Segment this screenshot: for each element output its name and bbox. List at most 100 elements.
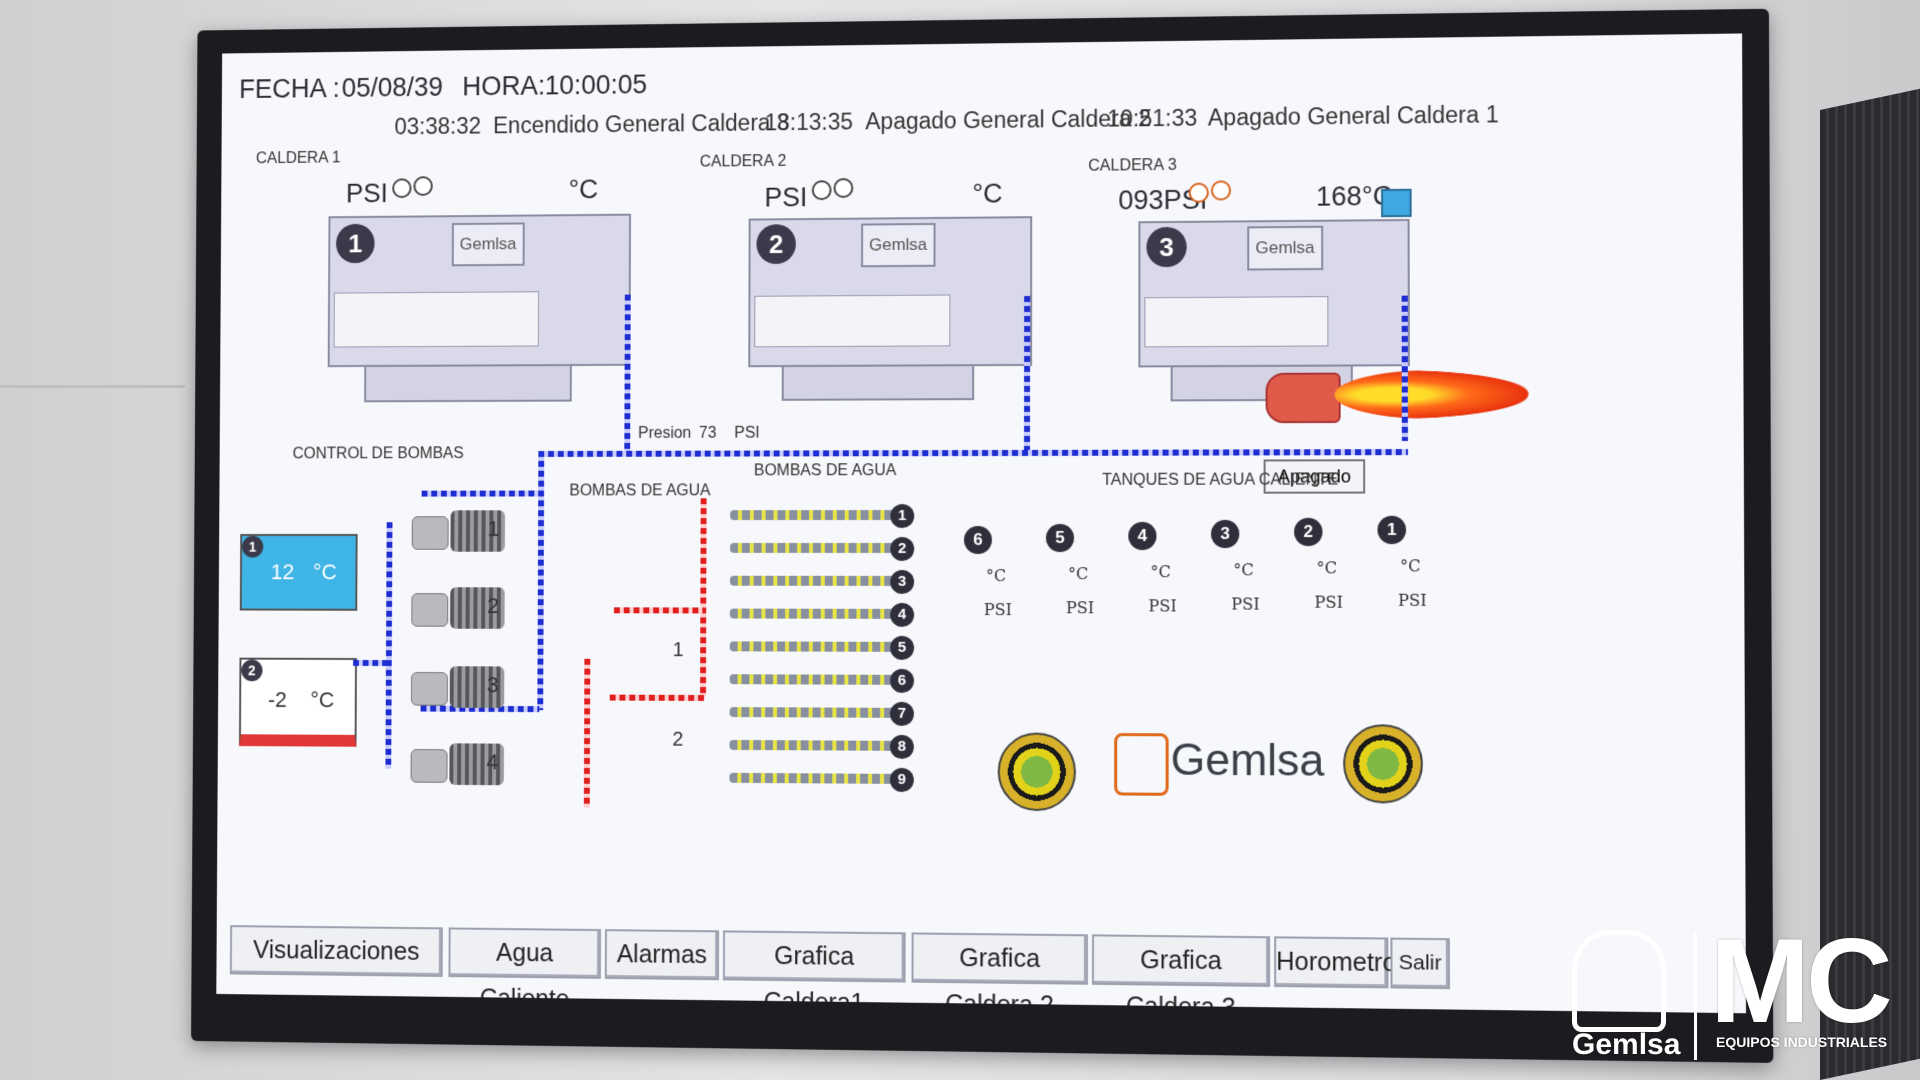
pump-rail[interactable]: [729, 641, 897, 652]
tank-psi: PSI: [1065, 598, 1095, 618]
boiler-1-logo: Gemlsa: [451, 222, 525, 267]
watermark-divider: [1694, 932, 1697, 1060]
tank-psi: PSI: [1148, 596, 1177, 616]
pump-rail[interactable]: [729, 674, 897, 685]
nav-grafica-caldera-2[interactable]: Grafica Caldera 2: [911, 932, 1088, 1013]
hot-water-tank-list: 6 °C PSI 5 °C PSI 4 °C PSI 3 °C PSI 2 °C PSI 1 °C PSI: [222, 33, 1742, 619]
presion-label: Presion: [638, 424, 692, 442]
pump-head: [410, 672, 448, 706]
pipe: [1024, 296, 1031, 456]
tank-number[interactable]: 2: [1294, 517, 1323, 547]
tank-number[interactable]: 4: [1128, 521, 1157, 551]
valve-icon: [1210, 180, 1232, 201]
pump-1[interactable]: 1: [411, 508, 509, 553]
pump-rail-number: 4: [890, 602, 915, 627]
boiler-1-title: CALDERA 1: [255, 149, 341, 168]
pump-rail-number: 1: [890, 504, 915, 529]
watermark-right: MC: [1710, 914, 1893, 1048]
boiler-1-base: [364, 364, 572, 403]
certification-seal: [997, 732, 1076, 812]
boiler-2-temp: °C: [972, 178, 1003, 209]
fecha-label: FECHA :: [239, 73, 340, 104]
boiler-2-firebox: [754, 294, 951, 348]
boiler-2-logo: Gemlsa: [861, 222, 936, 268]
event-text: Apagado General Caldera 1: [1207, 101, 1499, 131]
pump-rail-number: 9: [889, 767, 914, 793]
pump-rail-number: 6: [890, 668, 914, 693]
tank-number[interactable]: 6: [963, 525, 992, 555]
bomba-agua-label: 1: [672, 639, 684, 662]
tank-psi: PSI: [983, 600, 1012, 620]
tank-temp: °C: [985, 566, 1007, 586]
nav-agua-caliente[interactable]: Agua Caliente: [448, 927, 602, 1013]
temp-indicator-icon: [1381, 188, 1412, 218]
pump-2[interactable]: 2: [411, 585, 508, 631]
tank-number[interactable]: 3: [1211, 519, 1240, 549]
presion-unit: PSI: [734, 424, 760, 442]
pump-head: [411, 516, 449, 550]
gemlsa-watermark-drop-icon: [1572, 930, 1666, 1032]
pump-rail[interactable]: [730, 542, 897, 553]
nav-horometro[interactable]: Horometro: [1274, 936, 1397, 989]
nav-visualizaciones[interactable]: Visualizaciones: [229, 925, 443, 977]
pipe-hot: [613, 607, 705, 614]
flame-icon: [1334, 369, 1529, 419]
pump-label: 4: [486, 749, 499, 775]
pump-rail[interactable]: [729, 608, 897, 619]
tank-2-unit: °C: [310, 687, 335, 713]
boiler-3-firebox: [1144, 296, 1329, 348]
gemlsa-drop-icon: [1114, 733, 1169, 796]
nav-salir[interactable]: Salir: [1390, 937, 1450, 990]
boiler-1-psi: PSI: [345, 178, 388, 209]
hora-value: 10:00:05: [544, 69, 648, 101]
pipe-hot: [700, 498, 707, 698]
tank-psi: PSI: [1398, 590, 1427, 610]
pump-rail[interactable]: [730, 510, 897, 521]
boiler-2-base: [781, 364, 975, 401]
boiler-3-title: CALDERA 3: [1088, 156, 1177, 175]
tank-2-badge: 2: [241, 659, 263, 682]
presion-value: 73: [698, 424, 717, 442]
pump-rail-number: 8: [889, 734, 914, 759]
boiler-2-title: CALDERA 2: [699, 152, 787, 171]
pipe-hot: [609, 694, 705, 701]
bomba-agua-label: 2: [672, 728, 684, 751]
tanques-title: TANQUES DE AGUA CALIENTE: [1102, 471, 1339, 489]
tank-1-unit: °C: [313, 559, 337, 585]
scada-screen: FECHA : 05/08/39 HORA: 10:00:05 03:38:32…: [216, 33, 1747, 1014]
boiler-2-psi: PSI: [764, 182, 808, 213]
nav-grafica-caldera-1[interactable]: Grafica Caldera1: [722, 930, 906, 1013]
pressure-gauge-icon: [1188, 182, 1209, 203]
pipe: [353, 659, 388, 667]
tank-temp: °C: [1399, 556, 1421, 576]
valve-icon: [413, 176, 433, 196]
tank-temp: °C: [1233, 560, 1254, 580]
monitor: FECHA : 05/08/39 HORA: 10:00:05 03:38:32…: [191, 8, 1774, 1063]
watermark-tagline: EQUIPOS INDUSTRIALES: [1716, 1034, 1888, 1050]
pipe: [1401, 295, 1408, 441]
tank-psi: PSI: [1231, 594, 1260, 614]
pump-label: 3: [486, 672, 499, 698]
pressure-gauge-icon: [811, 180, 832, 201]
pump-3[interactable]: 3: [410, 664, 508, 710]
pipe: [385, 522, 393, 769]
boiler-3-logo: Gemlsa: [1247, 225, 1323, 271]
boiler-1-firebox: [333, 291, 540, 348]
event-time: 18:13:35: [764, 108, 854, 136]
pump-rail[interactable]: [729, 575, 897, 586]
tank-number[interactable]: 5: [1045, 523, 1075, 553]
tank-number[interactable]: 1: [1377, 515, 1407, 545]
pump-rail-number: 7: [890, 701, 914, 726]
event-text: Encendido General Caldera 3: [493, 109, 790, 139]
nav-alarmas[interactable]: Alarmas: [604, 929, 720, 981]
boiler-1-temp: °C: [568, 174, 599, 205]
pump-4[interactable]: 4: [410, 741, 508, 787]
hora-label: HORA:: [462, 70, 546, 102]
pump-label: 1: [487, 516, 500, 541]
nav-grafica-caldera-3[interactable]: Grafica Caldera 3: [1091, 934, 1271, 1013]
pump-rail[interactable]: [729, 772, 896, 784]
pump-rail[interactable]: [729, 739, 896, 751]
pump-rail[interactable]: [729, 707, 897, 718]
control-bombas-title: CONTROL DE BOMBAS: [292, 445, 464, 463]
pump-rail-number: 3: [890, 569, 915, 594]
